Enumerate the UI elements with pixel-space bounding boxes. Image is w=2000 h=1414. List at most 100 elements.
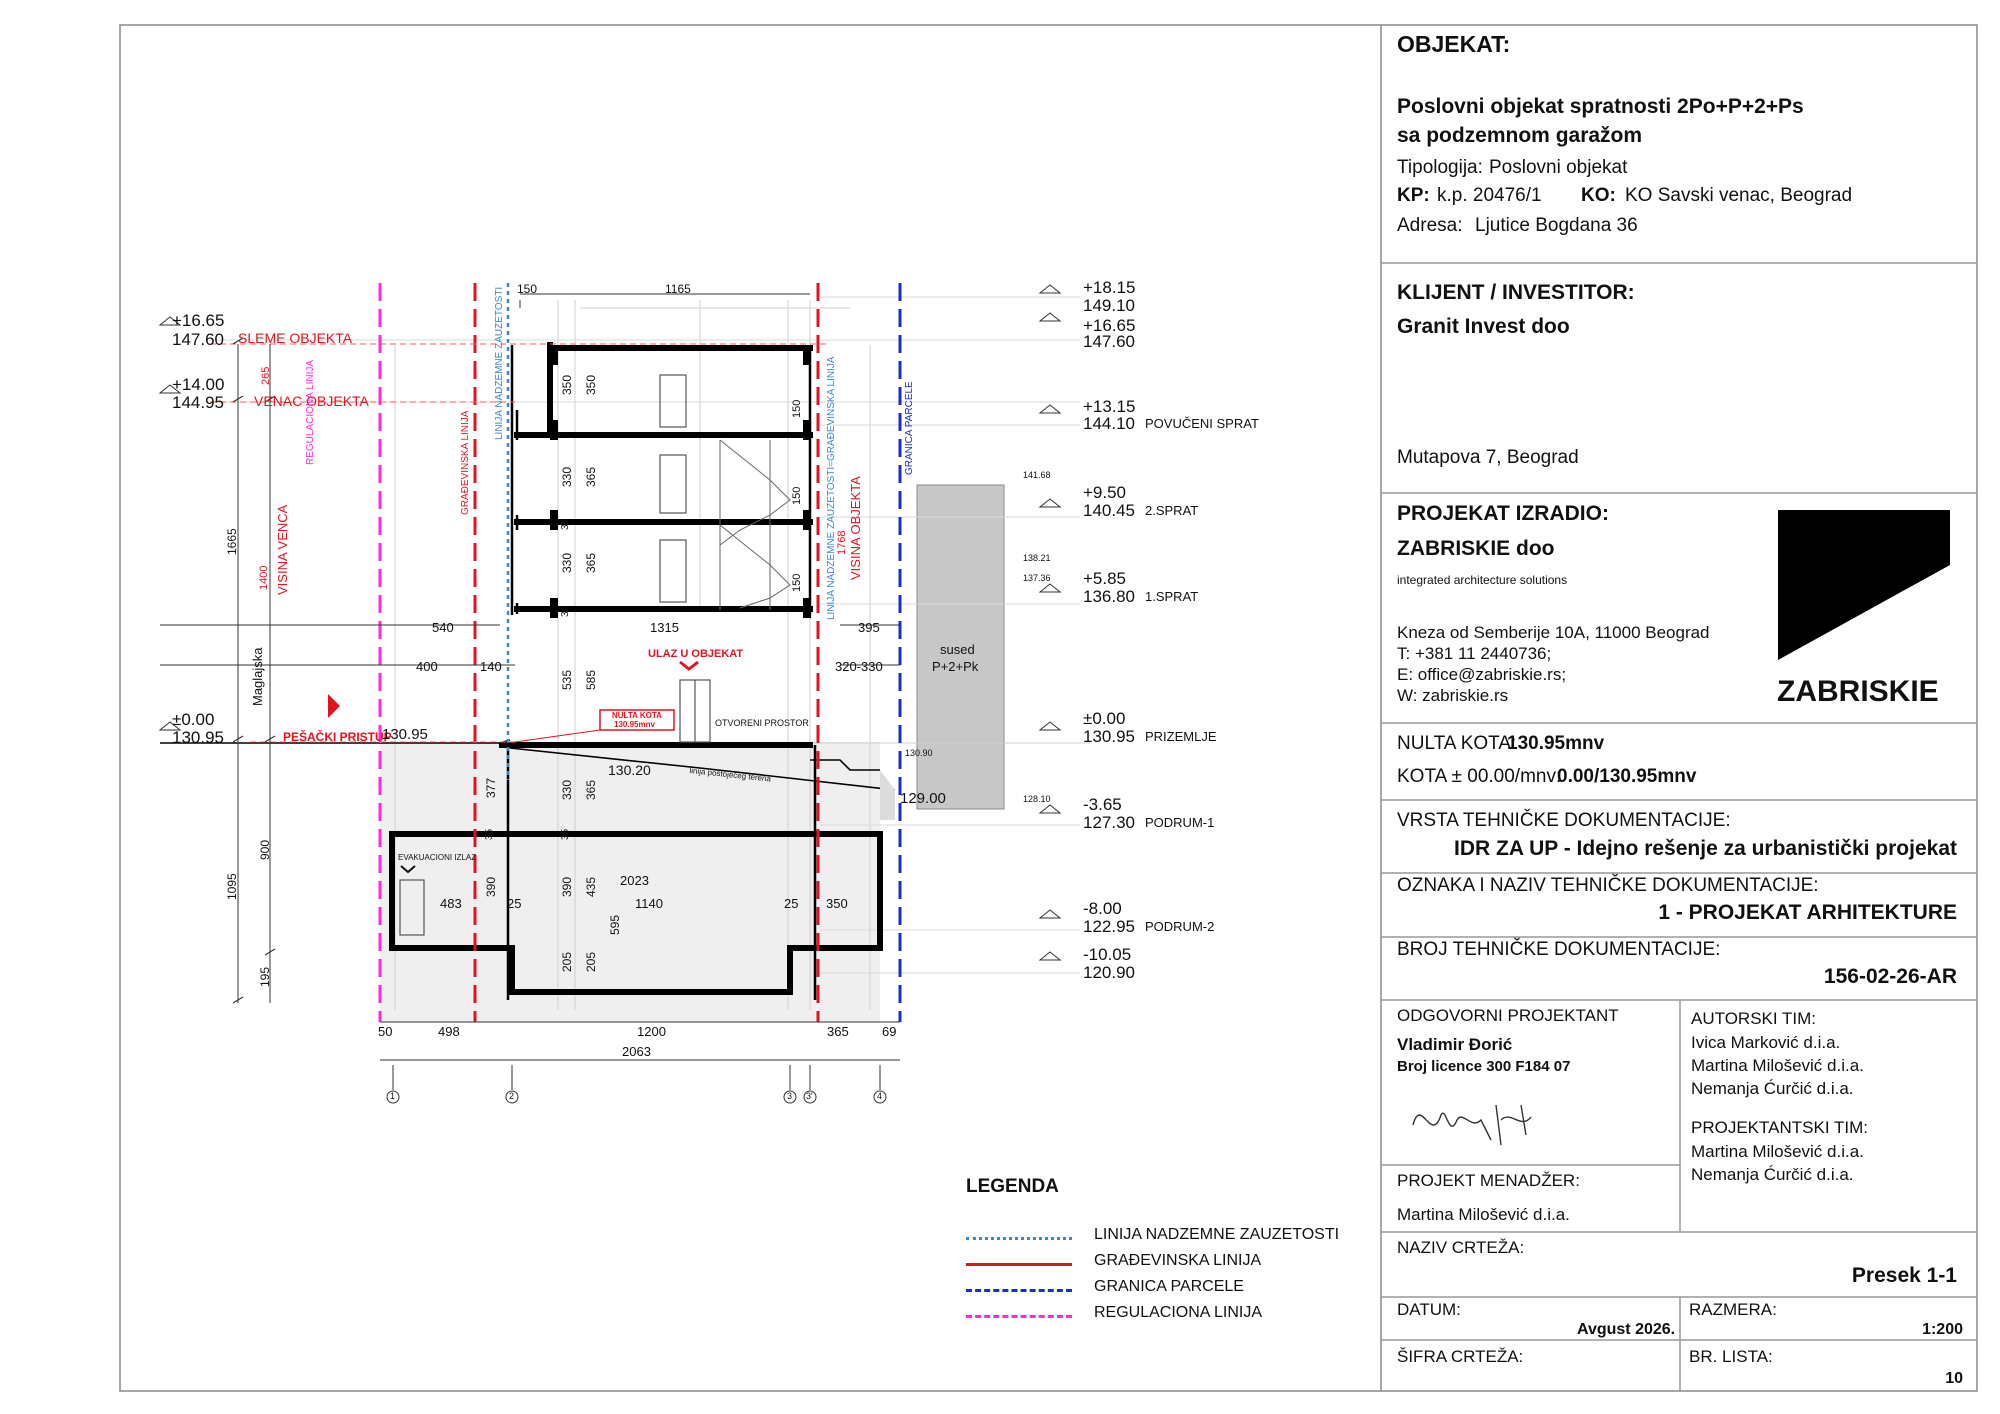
dim-330c: 330	[560, 779, 574, 800]
dim-1665: 1665	[225, 528, 239, 555]
right-level-8-rel: -8.00	[1083, 899, 1122, 918]
dim-150b: 150	[791, 486, 803, 505]
odgovorni-label: ODGOVORNI PROJEKTANT	[1397, 1006, 1619, 1025]
dim-900: 900	[258, 839, 272, 860]
gradjevinska-label: GRAĐEVINSKA LINIJA	[460, 410, 471, 515]
dim-195: 195	[258, 966, 272, 987]
kota-13020: 130.20	[608, 762, 651, 778]
legend: LEGENDA LINIJA NADZEMNE ZAUZETOSTI GRAĐE…	[960, 1170, 1380, 1330]
dim-350b: 350	[584, 374, 598, 395]
oznaka-label: OZNAKA I NAZIV TEHNIČKE DOKUMENTACIJE:	[1397, 875, 1819, 896]
nulta-kota-label-2: 130.95mnv	[614, 720, 655, 729]
right-level-9-abs: 120.90	[1083, 963, 1135, 982]
kota-14168: 141.68	[1023, 470, 1051, 480]
legend-swatch-granica	[966, 1289, 1072, 1292]
autorski-label: AUTORSKI TIM:	[1691, 1009, 1817, 1028]
projektantski-2: Nemanja Ćurčić d.i.a.	[1691, 1165, 1854, 1184]
dim-205b: 205	[584, 951, 598, 972]
projektantski-label: PROJEKTANTSKI TIM:	[1691, 1118, 1868, 1137]
dim-1140: 1140	[635, 896, 663, 911]
br-lista-label: BR. LISTA:	[1689, 1347, 1773, 1366]
right-level-7-abs: 127.30	[1083, 813, 1135, 832]
dim-2023: 2023	[620, 873, 649, 888]
izradio-address: Kneza od Semberije 10A, 11000 Beograd	[1397, 623, 1710, 642]
legend-swatch-nadzemne	[966, 1237, 1072, 1240]
dim-bottom-1200: 1200	[637, 1024, 666, 1039]
legend-item-granica: GRANICA PARCELE	[966, 1278, 1366, 1302]
dim-377: 377	[484, 777, 498, 798]
right-level-6-abs: 130.95	[1083, 727, 1135, 746]
dim-35c: 35	[560, 828, 571, 840]
adresa-value: Ljutice Bogdana 36	[1475, 215, 1638, 236]
left-level-3-abs: 130.95	[172, 728, 224, 747]
dim-330a: 330	[560, 466, 574, 487]
legend-title: LEGENDA	[966, 1176, 1059, 1197]
dim-bottom-498: 498	[438, 1024, 460, 1039]
right-level-3-rel: +13.15	[1083, 397, 1136, 416]
kota-13821: 138.21	[1023, 553, 1051, 563]
right-level-5-name: 1.SPRAT	[1145, 589, 1199, 604]
menadzer-name: Martina Milošević d.i.a.	[1397, 1205, 1570, 1224]
projektantski-1: Martina Milošević d.i.a.	[1691, 1142, 1864, 1161]
right-level-3-name: POVUČENI SPRAT	[1145, 416, 1259, 431]
axis-1: 1	[390, 1091, 396, 1101]
right-level-2-rel: +16.65	[1083, 316, 1136, 335]
right-level-4-name: 2.SPRAT	[1145, 503, 1199, 518]
gradjevinska-right-label: LINIJA NADZEMNE ZAUZETOSTI=GRAĐEVINSKA L…	[826, 356, 837, 621]
izradio-email: E: office@zabriskie.rs;	[1397, 665, 1567, 684]
odgovorni-name: Vladimir Đorić	[1397, 1035, 1513, 1054]
right-level-6-rel: ±0.00	[1083, 709, 1126, 728]
objekat-line1: Poslovni objekat spratnosti 2Po+P+2+Ps	[1397, 95, 1804, 118]
dim-bottom-50: 50	[378, 1024, 393, 1039]
dim-365a: 365	[584, 466, 598, 487]
dim-bottom-2063: 2063	[622, 1044, 651, 1059]
regulaciona-label: REGULACIONA LINIJA	[305, 359, 316, 465]
right-level-9-rel: -10.05	[1083, 945, 1132, 964]
dim-1095: 1095	[225, 873, 239, 900]
dim-435: 435	[584, 876, 598, 897]
nulta-value: 130.95mnv	[1507, 733, 1605, 754]
dim-330b: 330	[560, 552, 574, 573]
visina-objekta-dim: 1768	[836, 530, 848, 555]
left-level-1-rel: +16.65	[172, 311, 225, 330]
odgovorni-licence: Broj licence 300 F184 07	[1397, 1058, 1571, 1075]
sused-label-1: sused	[940, 642, 975, 657]
right-level-8-name: PODRUM-2	[1145, 919, 1215, 934]
dim-1315: 1315	[650, 620, 679, 635]
dim-25b: 25	[784, 896, 799, 911]
right-level-5-rel: +5.85	[1083, 569, 1127, 588]
autorski-2: Martina Milošević d.i.a.	[1691, 1056, 1864, 1075]
ulaz-label: ULAZ U OBJEKAT	[648, 648, 744, 660]
izradio-label: PROJEKAT IZRADIO:	[1397, 502, 1609, 525]
dim-bottom-365: 365	[827, 1024, 849, 1039]
sheet-frame	[119, 24, 1978, 1392]
pesacki-pristup-arrow	[328, 694, 340, 718]
right-level-1-rel: +18.15	[1083, 278, 1136, 297]
left-level-3-rel: ±0.00	[172, 710, 215, 729]
left-level-2-name: VENAC OBJEKTA	[254, 393, 369, 409]
dim-395: 395	[858, 620, 880, 635]
naziv-label: NAZIV CRTEŽA:	[1397, 1238, 1525, 1257]
autorski-1: Ivica Marković d.i.a.	[1691, 1033, 1841, 1052]
izradio-tel: T: +381 11 2440736;	[1397, 644, 1552, 663]
ko-value: KO Savski venac, Beograd	[1625, 185, 1853, 206]
broj-label: BROJ TEHNIČKE DOKUMENTACIJE:	[1397, 939, 1721, 960]
tipologija-value: Poslovni objekat	[1489, 157, 1628, 178]
terrain-shading	[880, 770, 895, 820]
visina-objekta-label: VISINA OBJEKTA	[848, 476, 863, 580]
broj-value: 156-02-26-AR	[1823, 965, 1957, 988]
ko-label: KO:	[1581, 185, 1616, 206]
izradio-name: ZABRISKIE doo	[1397, 537, 1555, 560]
dim-140: 140	[480, 659, 502, 674]
dim-top-1165: 1165	[665, 282, 691, 296]
br-lista-value: 10	[1945, 1370, 1963, 1387]
axis-3: 3	[787, 1091, 793, 1101]
dim-150a: 150	[791, 399, 803, 418]
kp-label: KP:	[1397, 185, 1430, 206]
legend-label-gradjevinska: GRAĐEVINSKA LINIJA	[1094, 1252, 1262, 1269]
dim-320: 320-330	[835, 659, 883, 674]
legend-item-gradjevinska: GRAĐEVINSKA LINIJA	[966, 1252, 1366, 1276]
izradio-web: W: zabriskie.rs	[1397, 686, 1509, 705]
